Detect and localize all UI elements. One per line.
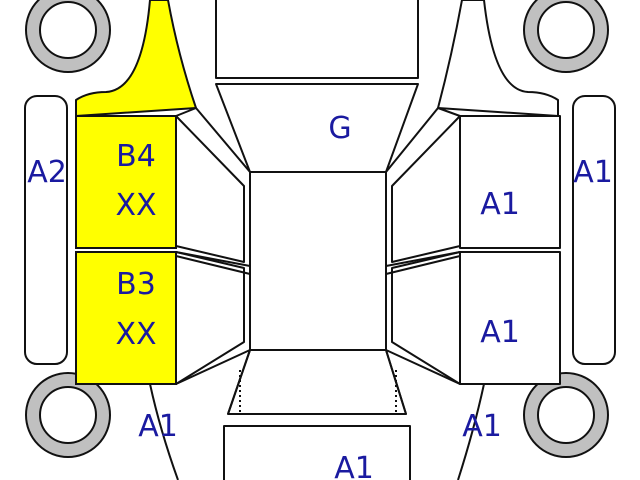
right-rear-door-frame	[391, 251, 461, 385]
left-rear-fender-label: A1	[138, 409, 178, 444]
rear-trunk-panel	[223, 425, 411, 480]
left-rear-door-panel	[75, 251, 177, 385]
windshield	[215, 83, 419, 173]
rear-right-wheel	[523, 372, 609, 458]
left-front-door-frame	[175, 115, 245, 263]
right-front-door-label: A1	[480, 187, 520, 222]
left-front-door-code: B4	[116, 139, 156, 174]
left-front-fender	[75, 0, 197, 117]
right-side-bar-label: A1	[573, 155, 613, 190]
rear-window	[227, 349, 407, 415]
right-front-door-panel	[459, 115, 561, 249]
right-rear-door-panel	[459, 251, 561, 385]
right-rear-quarter	[457, 383, 485, 480]
right-rear-fender-label: A1	[462, 409, 502, 444]
right-front-pillar	[385, 107, 461, 173]
roof-panel	[249, 171, 387, 351]
rear-trunk-label: A1	[334, 451, 374, 480]
right-side-bar	[572, 95, 616, 365]
left-rear-quarter	[149, 383, 179, 480]
left-rear-door-grade: XX	[115, 317, 156, 352]
left-front-door-panel	[75, 115, 177, 249]
left-front-door-grade: XX	[115, 188, 156, 223]
front-right-wheel	[523, 0, 609, 73]
left-front-pillar	[175, 107, 251, 173]
right-rear-door-label: A1	[480, 315, 520, 350]
left-rear-pillar	[175, 349, 251, 415]
left-side-bar	[24, 95, 68, 365]
right-rear-pillar	[385, 349, 461, 415]
right-front-door-frame	[391, 115, 461, 263]
left-rear-door-frame	[175, 251, 245, 385]
right-front-fender	[437, 0, 559, 117]
hood-panel	[215, 0, 419, 79]
front-left-wheel	[25, 0, 111, 73]
left-side-bar-label: A2	[27, 155, 67, 190]
rear-left-wheel	[25, 372, 111, 458]
left-rear-door-code: B3	[116, 267, 156, 302]
roof-label: G	[328, 111, 351, 146]
